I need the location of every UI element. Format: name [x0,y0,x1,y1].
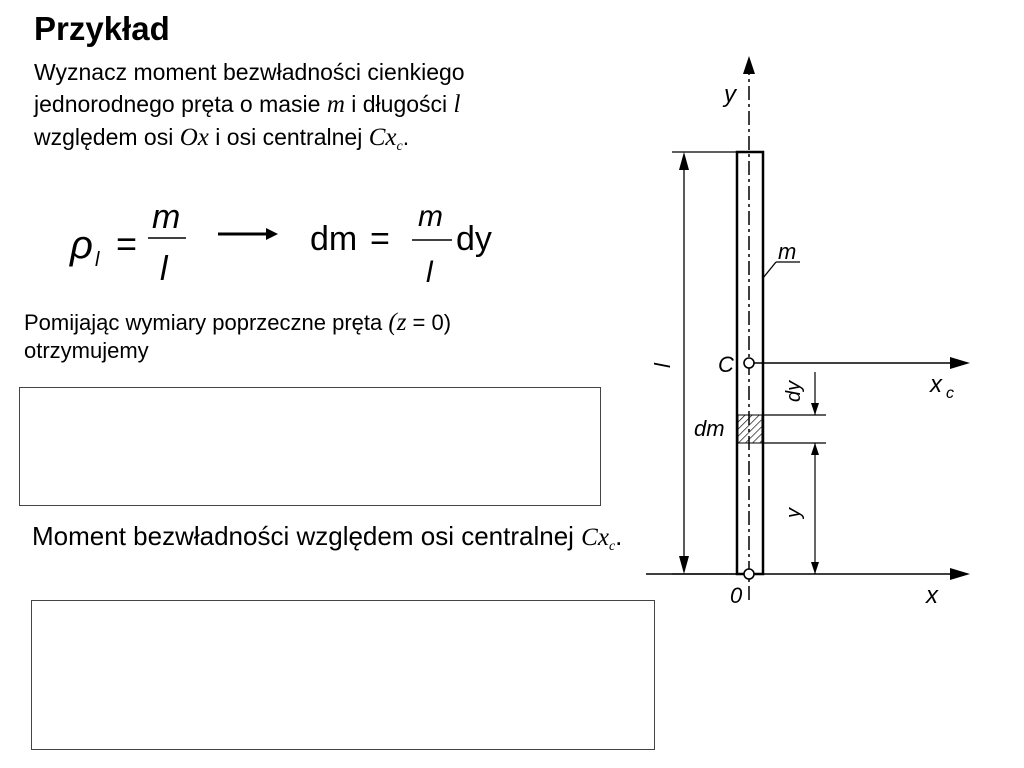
y-dimension-arrow-bottom [811,562,819,574]
arrow-head [266,228,278,240]
xc-axis-subscript: c [946,385,954,402]
center-of-mass-point [743,357,755,369]
y-dimension-label: y [783,507,805,520]
central-axis-note: Moment bezwładności względem osi central… [32,521,623,554]
length-arrow-top [679,152,689,170]
fraction-numerator-2: m [418,200,443,233]
dy-arrow-lower [811,443,819,455]
dy-label: dy [783,380,805,402]
mass-label: m [778,239,796,264]
xc-axis-label: x [929,371,943,398]
axis-cxc-symbol: Cxc [368,124,403,154]
axis-cxc-symbol-2: Cxc [581,524,616,554]
length-symbol: l [453,91,461,118]
origin-label: 0 [730,583,743,608]
equals-sign-2: = [370,220,390,258]
slide-title: Przykład [34,10,170,47]
rho-subscript: l [95,249,100,271]
axis-ox-symbol: Ox [179,124,209,151]
answer-box-ox [19,387,601,506]
origin-point [743,568,755,580]
xc-axis-arrow [950,357,970,369]
answer-box-cxc [31,600,655,750]
linear-density-formula: ρ l = m l dm = m l dy [69,198,492,289]
mass-symbol: m [326,91,345,118]
rho-symbol: ρ [69,223,93,267]
x-axis-label: x [925,582,939,609]
equals-sign: = [116,223,137,264]
dy-arrow-upper [811,403,819,415]
dm-term: dm [310,220,357,258]
dm-label: dm [694,416,725,441]
fraction-numerator: m [152,198,180,236]
fraction-denominator-2: l [426,256,434,289]
x-axis-arrow [950,568,970,580]
dy-term: dy [456,220,492,258]
center-label: C [718,352,734,377]
length-label: l [650,362,675,368]
mass-leader-line [762,261,777,279]
length-arrow-bottom [679,556,689,574]
fraction-denominator: l [160,250,169,288]
transverse-dimensions-note: Pomijając wymiary poprzeczne pręta (z = … [24,309,452,363]
y-axis-label: y [722,81,738,108]
y-axis-arrow [743,56,755,74]
rod-diagram: y l m C x c dy y dm 0 x [646,56,970,609]
mass-element-dm [737,414,763,444]
task-statement: Wyznacz moment bezwładności cienkiego je… [34,59,465,154]
